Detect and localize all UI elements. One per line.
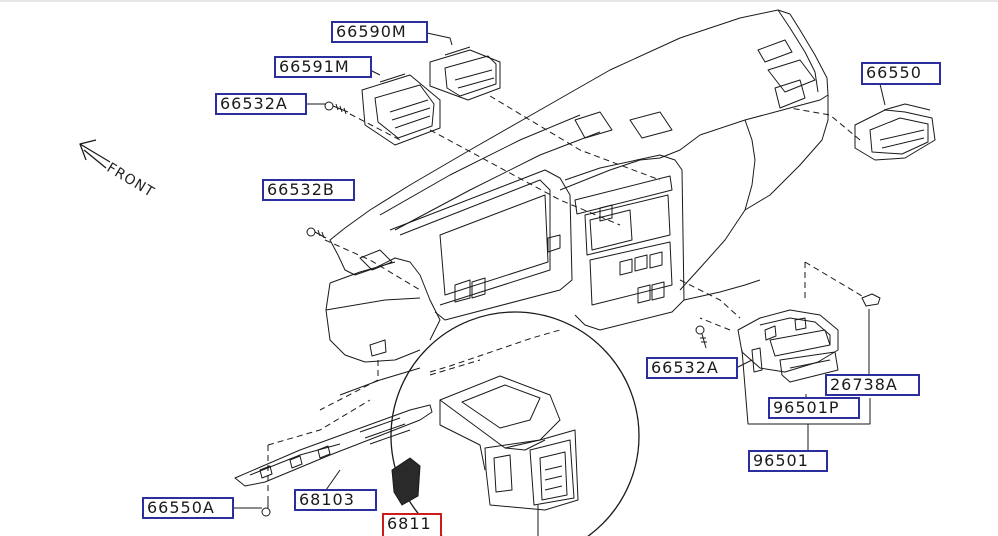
vent-66590m-drawing: [429, 46, 501, 101]
part-label-66532a-top[interactable]: 66532A: [215, 93, 307, 115]
ashtray-assembly-drawing: [737, 309, 839, 383]
part-label-66532a-right[interactable]: 66532A: [646, 357, 738, 379]
vent-66550-drawing: [854, 103, 936, 161]
part-label-66532b[interactable]: 66532B: [262, 179, 355, 201]
bulb-26738a-drawing: [861, 293, 881, 307]
screw-66532b-drawing: [306, 227, 327, 239]
leader-lines: [233, 32, 886, 509]
dashboard-panel: [325, 9, 829, 363]
part-label-96501p[interactable]: 96501P: [768, 397, 860, 419]
front-arrow-icon: [79, 139, 111, 169]
part-label-66590m[interactable]: 66590M: [331, 21, 428, 43]
part-label-66550a[interactable]: 66550A: [142, 497, 234, 519]
part-label-66591m[interactable]: 66591M: [274, 56, 372, 78]
part-label-26738a[interactable]: 26738A: [825, 374, 920, 396]
vent-66591m-drawing: [361, 73, 441, 146]
magnifier-detail: [390, 311, 640, 536]
screw-66532a-right-drawing: [695, 325, 707, 349]
part-label-96501[interactable]: 96501: [748, 450, 828, 472]
screw-66550a-drawing: [261, 496, 271, 517]
part-label-68103[interactable]: 68103: [294, 489, 377, 511]
screw-66532a-top-drawing: [324, 101, 349, 115]
bracket-68103-drawing: [234, 367, 433, 487]
part-label-6811[interactable]: 6811: [382, 513, 442, 536]
dashed-leaders: [267, 95, 863, 492]
part-label-66550[interactable]: 66550: [861, 62, 941, 85]
